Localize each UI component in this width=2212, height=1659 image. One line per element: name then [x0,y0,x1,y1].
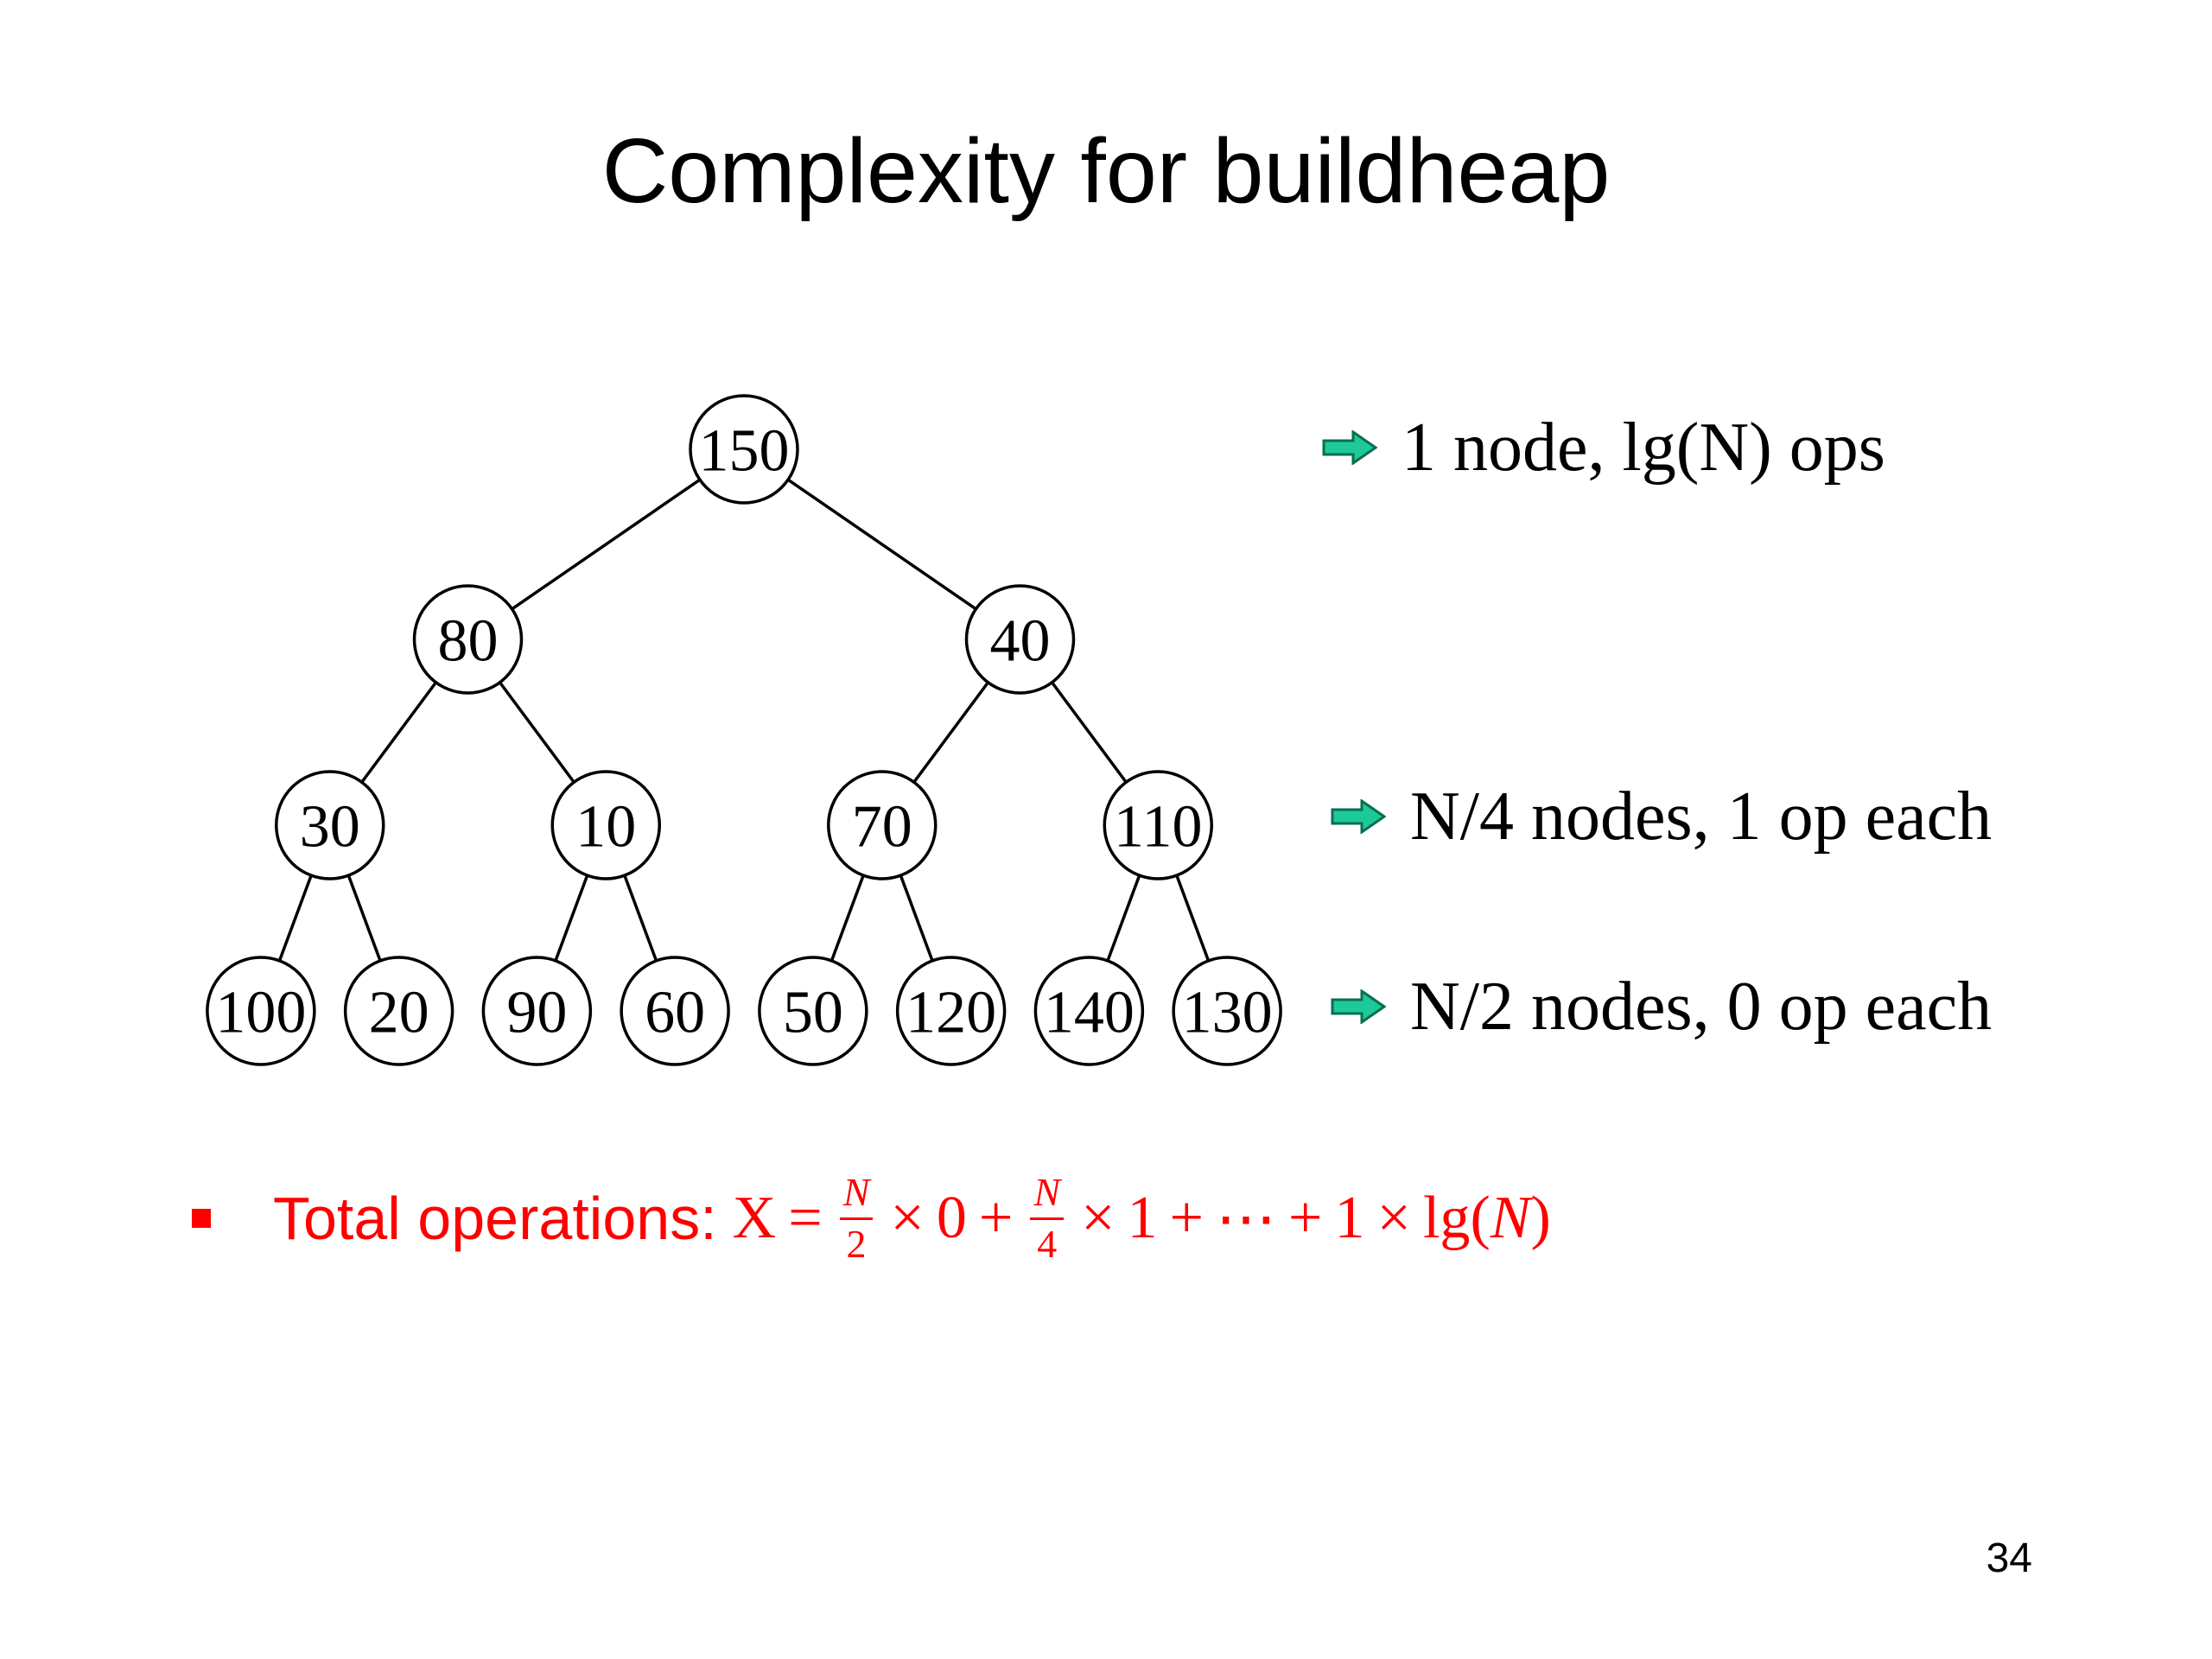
bullet-square-icon [192,1209,211,1228]
formula-fraction-half: N 2 [839,1171,874,1266]
tree-node-circle [895,956,1007,1066]
tree-edge [787,478,977,611]
tree-edge [277,874,313,962]
tree-edge [830,874,865,962]
formula-plus: + [1288,1185,1323,1251]
formula-plus: + [978,1185,1014,1251]
tree-node-circle [1033,956,1145,1066]
tree-node-label: 80 [438,608,499,675]
tree-node-circle [827,770,938,880]
tree-node: 110 [1103,770,1213,880]
level-note-root: 1 node, lg(N) ops [1322,413,1885,482]
tree-edge [1175,874,1211,962]
tree-node-label: 30 [300,794,360,861]
fraction-denominator: 2 [846,1221,867,1266]
formula-factor: 0 [936,1185,967,1251]
tree-node: 140 [1033,956,1145,1066]
formula-fraction-quarter: N 4 [1030,1171,1065,1266]
heap-tree-diagram: 150 80 40 30 10 70 110 100 20 90 60 50 120 140 130 [206,394,1282,1066]
tree-node: 130 [1172,956,1282,1066]
arrow-right-icon [1331,799,1386,834]
tree-node-circle [206,956,316,1066]
slide-title: Complexity for buildheap [601,120,1611,222]
tree-node: 20 [343,956,454,1066]
tree-node-circle [343,956,454,1066]
total-operations-formula: X = N 2 × 0 + N 4 × 1 + ⋯ + 1 × lg(N) [732,1170,1551,1266]
tree-edge [554,874,589,962]
tree-edge [912,681,989,784]
formula-arg: N [1490,1185,1531,1251]
formula-ellipsis: ⋯ [1216,1185,1277,1253]
tree-node-label: 40 [990,608,1051,675]
level-note-leaves-text: N/2 nodes, 0 op each [1410,969,1993,1045]
tree-node: 40 [964,584,1076,695]
formula-coefficient: 1 [1334,1185,1365,1251]
tree-node-circle [1103,770,1213,880]
fraction-denominator: 4 [1037,1221,1058,1266]
tree-node: 120 [895,956,1007,1066]
arrow-right-icon [1322,430,1377,465]
tree-node-label: 50 [783,980,843,1046]
tree-node-label: 20 [369,980,429,1046]
formula-lg: lg [1422,1185,1471,1251]
bullet-label: Total operations: [273,1185,717,1252]
tree-node-circle [412,584,524,695]
tree-node-circle [620,956,730,1066]
tree-edge [1051,681,1128,784]
tree-edge [623,874,658,962]
formula-lhs: X [732,1185,777,1251]
tree-node-circle [1172,956,1282,1066]
tree-node: 150 [689,394,799,505]
level-note-third: N/4 nodes, 1 op each [1331,782,1992,851]
formula-times: × [890,1185,925,1251]
tree-node-circle [758,956,868,1066]
tree-node: 80 [412,584,524,695]
tree-edge [499,681,575,784]
tree-node-circle [275,770,385,880]
level-note-leaves: N/2 nodes, 0 op each [1331,972,1992,1041]
formula-factor: 1 [1127,1185,1158,1251]
formula-times: × [1081,1185,1116,1251]
formula-times: × [1376,1185,1411,1251]
tree-edge [346,874,382,962]
tree-node-circle [689,394,799,505]
total-operations-bullet: Total operations: X = N 2 × 0 + N 4 × 1 … [192,1158,1551,1279]
tree-edge [511,478,701,611]
tree-node-circle [481,956,593,1066]
tree-edge [1106,874,1141,962]
tree-node-label: 110 [1114,794,1202,861]
tree-node-label: 60 [645,980,705,1046]
fraction-numerator: N [839,1171,874,1220]
tree-node-label: 120 [906,980,996,1046]
tree-node-label: 130 [1182,980,1273,1046]
arrow-right-icon [1331,989,1386,1024]
tree-node-circle [550,770,661,880]
tree-node-label: 10 [575,794,636,861]
formula-equals: = [788,1185,823,1251]
tree-node: 30 [275,770,385,880]
formula-plus: + [1169,1185,1205,1251]
tree-edge [899,874,934,962]
tree-node-label: 150 [699,418,790,485]
tree-node: 70 [827,770,938,880]
tree-node-label: 70 [852,794,912,861]
tree-node: 60 [620,956,730,1066]
tree-edge [360,681,437,784]
tree-node-label: 90 [506,980,567,1046]
level-note-root-text: 1 node, lg(N) ops [1402,410,1885,486]
tree-node: 10 [550,770,661,880]
tree-node-label: 100 [215,980,306,1046]
tree-node: 100 [206,956,316,1066]
tree-node: 50 [758,956,868,1066]
fraction-numerator: N [1030,1171,1065,1220]
page-number: 34 [1986,1535,2032,1581]
tree-node-circle [964,584,1076,695]
tree-node-label: 140 [1044,980,1135,1046]
tree-node: 90 [481,956,593,1066]
level-note-third-text: N/4 nodes, 1 op each [1410,779,1993,855]
